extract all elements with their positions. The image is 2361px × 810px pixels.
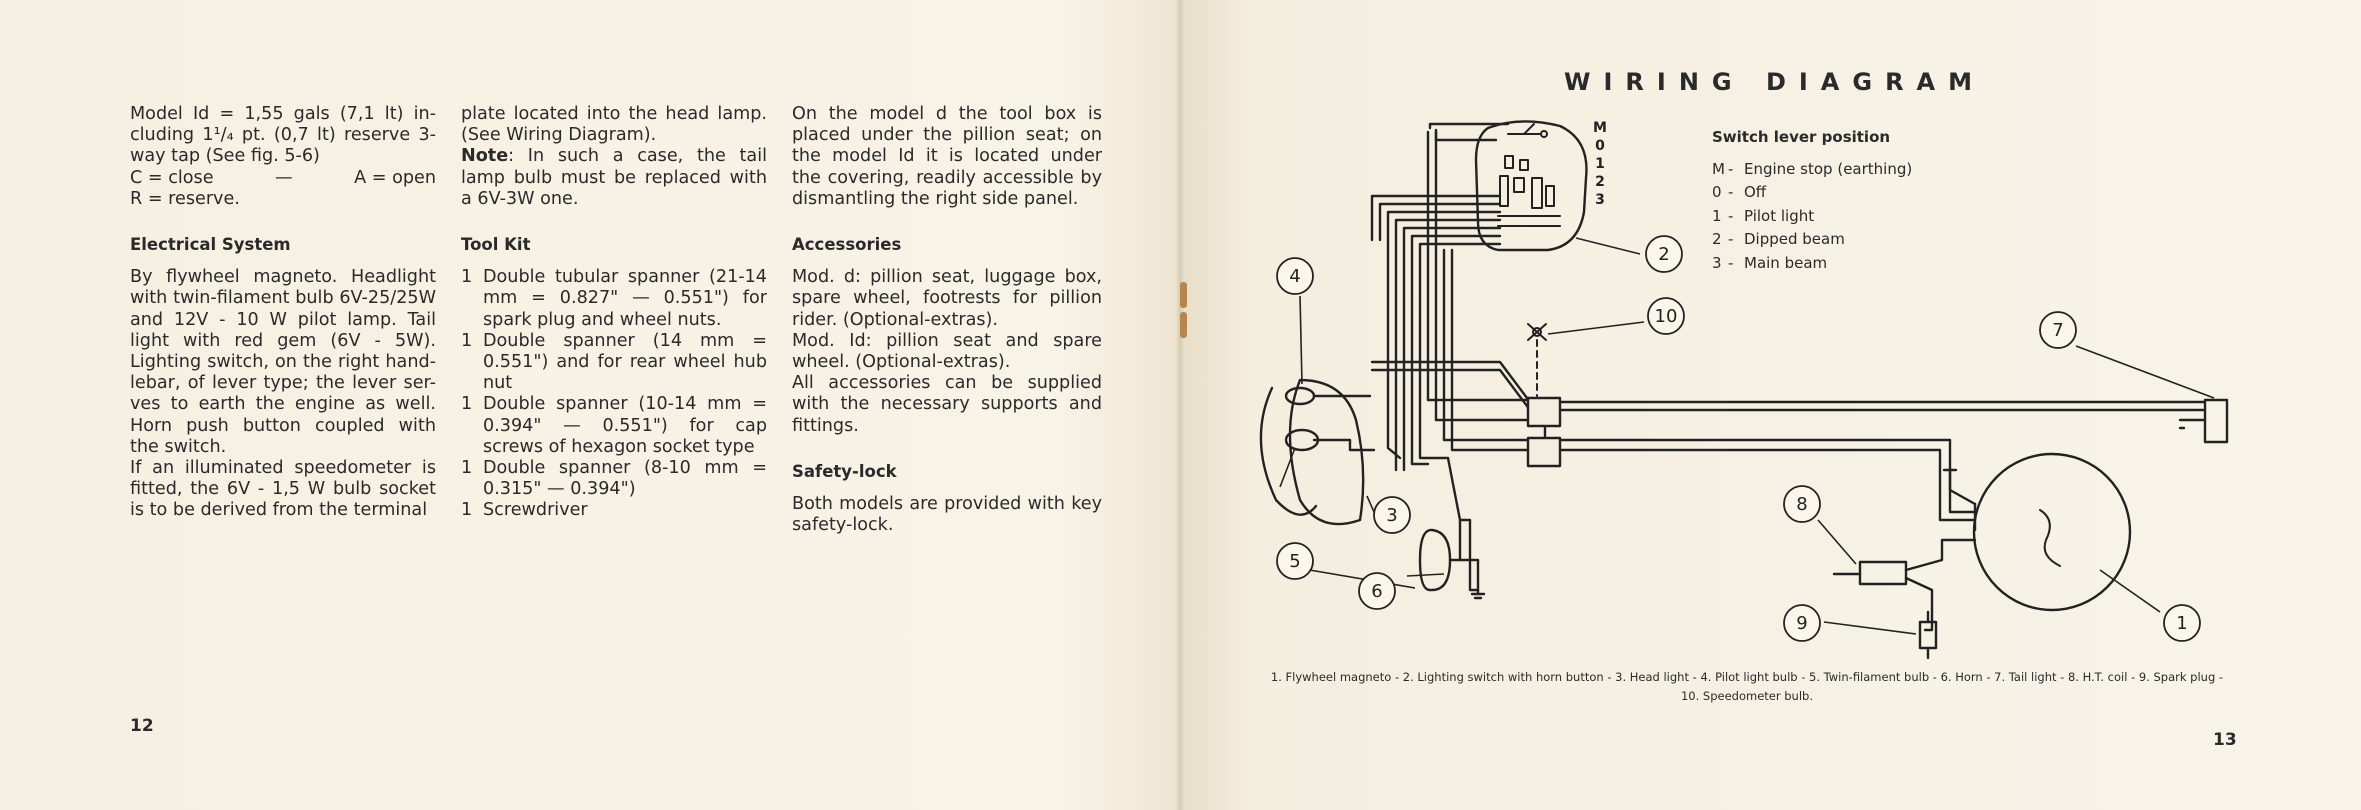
- diagram-caption: 1. Flywheel magneto - 2. Lighting switch…: [1270, 670, 2224, 703]
- callout-label: 1: [2176, 613, 2187, 634]
- legend-row: M-Engine stop (earthing): [1712, 159, 1913, 178]
- callout-label: 3: [1386, 505, 1397, 526]
- electrical-text: By flywheel magneto. Headlight with twin…: [130, 267, 436, 457]
- speedometer-text: If an illuminated speedometer is fitted,…: [130, 458, 436, 521]
- switch-position-label: 3: [1595, 192, 1605, 208]
- spark-plug: [1918, 610, 1938, 660]
- legend-row: 1-Pilot light: [1712, 206, 1815, 225]
- callout-label: 10: [1655, 306, 1678, 327]
- electrical-heading: Electrical System: [130, 235, 291, 255]
- toolbox-text: On the model d the tool box is placed un…: [792, 104, 1102, 209]
- callout-label: 4: [1289, 266, 1300, 287]
- callout-8: [1783, 485, 1821, 523]
- accessories-model-d: Mod. d: pillion seat, luggage box, spare…: [792, 267, 1102, 330]
- pilot-bulb: [1284, 386, 1316, 406]
- callout-label: 7: [2052, 320, 2063, 341]
- callout-5: [1276, 542, 1314, 580]
- left-column-2: plate located into the head lamp. (See W…: [461, 104, 767, 522]
- legend-row: 3-Main beam: [1712, 253, 1828, 272]
- accessories-heading: Accessories: [792, 235, 902, 255]
- wiring-harness: [1370, 122, 2207, 592]
- legend-row: 2-Dipped beam: [1712, 230, 1845, 249]
- safety-lock-text: Both models are provided with key safety…: [792, 494, 1102, 536]
- ht-coil: [1858, 560, 1908, 586]
- switch-position-label: M: [1593, 120, 1607, 136]
- headlight-body: [1288, 378, 1365, 526]
- page-number-left: 12: [130, 716, 154, 736]
- callout-label: 8: [1796, 494, 1807, 515]
- accessories-all: All accessories can be supplied with the…: [792, 373, 1102, 436]
- page-fold: [1176, 0, 1184, 810]
- note-paragraph: Note: In such a case, the tail lamp bulb…: [461, 146, 767, 209]
- switch-position-label: 1: [1595, 156, 1605, 172]
- tail-light: [2203, 398, 2229, 444]
- toolkit-heading: Tool Kit: [461, 235, 531, 255]
- switch-housing: [1474, 120, 1588, 252]
- switch-position-label: 0: [1595, 138, 1605, 154]
- fuel-tank-text: Model Id = 1,55 gals (7,1 lt) in-cluding…: [130, 104, 436, 167]
- headlamp-text: plate located into the head lamp. (See W…: [461, 104, 767, 146]
- accessories-model-id: Mod. Id: pillion seat and spare wheel. (…: [792, 330, 1102, 373]
- wiring-diagram-title: WIRING DIAGRAM: [1564, 68, 1986, 96]
- staple-top: [1180, 282, 1187, 308]
- left-column-1: Model Id = 1,55 gals (7,1 lt) in-cluding…: [130, 104, 436, 522]
- callout-4: [1276, 257, 1314, 295]
- callout-label: 5: [1289, 551, 1300, 572]
- staple-bottom: [1180, 312, 1187, 338]
- junction-block-lower: [1526, 436, 1562, 468]
- junction-block-upper: [1526, 396, 1562, 428]
- safety-lock-heading: Safety-lock: [792, 461, 897, 481]
- speedometer-bulb: [1527, 323, 1547, 397]
- callout-3: [1373, 496, 1411, 534]
- callout-1: [2163, 604, 2201, 642]
- switch-contacts: [1497, 123, 1561, 227]
- callout-label: 6: [1371, 581, 1382, 602]
- left-page: Model Id = 1,55 gals (7,1 lt) in-cluding…: [0, 0, 1180, 810]
- left-column-3: On the model d the tool box is placed un…: [792, 104, 1102, 536]
- tap-reserve: R = reserve.: [130, 188, 240, 209]
- callout-label: 2: [1658, 244, 1669, 265]
- callout-10: [1647, 297, 1685, 335]
- tap-positions: C = close — A = open: [130, 167, 436, 188]
- flywheel-magneto: [1972, 452, 2132, 612]
- callout-7: [2039, 311, 2077, 349]
- legend-heading: Switch lever position: [1712, 128, 1891, 146]
- legend-row: 0-Off: [1712, 183, 1767, 202]
- page-number-right: 13: [2213, 730, 2237, 750]
- horn-body: [1418, 528, 1452, 592]
- switch-legend: Switch lever position M-Engine stop (ear…: [1712, 126, 1912, 276]
- switch-position-label: 2: [1595, 174, 1605, 190]
- callout-6: [1358, 572, 1396, 610]
- callout-9: [1783, 604, 1821, 642]
- callout-label: 9: [1796, 613, 1807, 634]
- callout-2: [1645, 235, 1683, 273]
